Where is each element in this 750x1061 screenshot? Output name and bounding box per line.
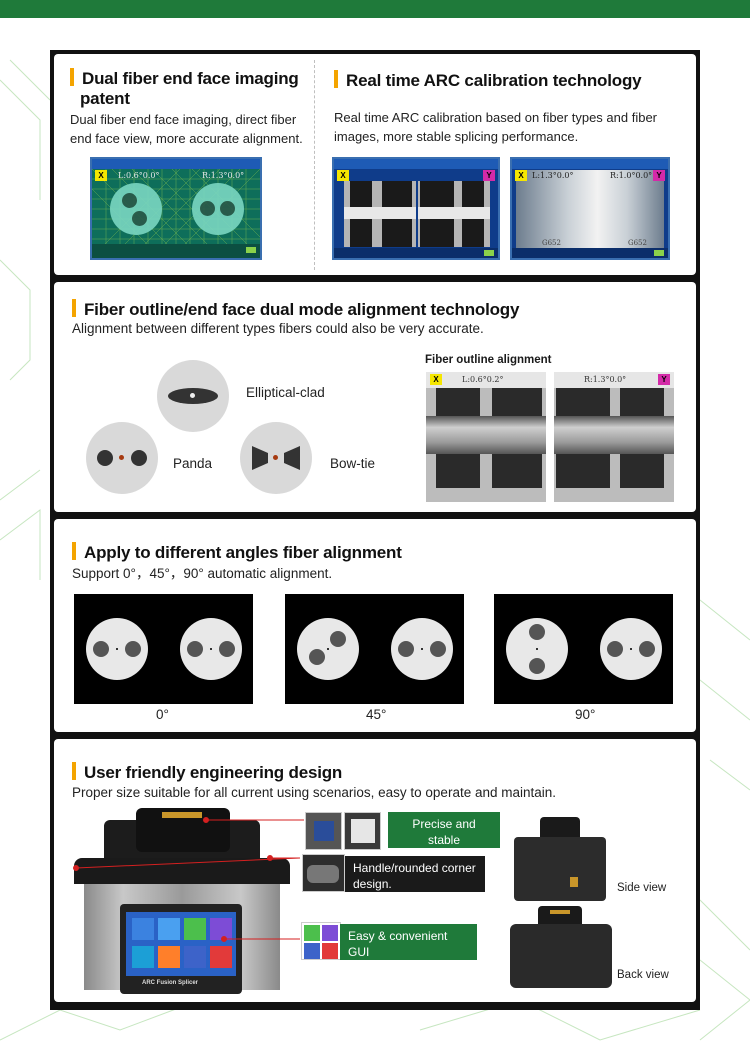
- device-side-view: [514, 817, 606, 901]
- outline-alignment-title: Fiber outline alignment: [425, 354, 552, 366]
- bow-tie-fiber: [240, 422, 312, 494]
- dual-imaging-desc: Dual fiber end face imaging, direct fibe…: [70, 112, 303, 146]
- detail-gui: [301, 922, 341, 960]
- accent-bar: [334, 70, 338, 88]
- screen-status-bar: [334, 248, 498, 258]
- arc-discharge-view: [516, 170, 664, 248]
- badge-structure: Precise and stablestructure design.: [388, 812, 500, 863]
- left-readout: L:0.6°0.2°: [462, 375, 504, 384]
- fusion-splicer-device: ARC Fusion Splicer: [74, 808, 290, 996]
- panda-label: Panda: [173, 456, 213, 471]
- accent-bar: [72, 299, 76, 317]
- engineering-title: User friendly engineering design: [72, 762, 342, 783]
- panda-fiber: [86, 422, 158, 494]
- detail-structure-1: [305, 812, 342, 850]
- engineering-desc: Proper size suitable for all current usi…: [72, 785, 557, 800]
- dual-imaging-title: Dual fiber end face imaging patent: [70, 68, 299, 109]
- angles-title: Apply to different angles fiber alignmen…: [72, 542, 402, 563]
- elliptical-clad-label: Elliptical-clad: [246, 385, 325, 400]
- right-readout: R:1.3°0.0°: [584, 375, 627, 384]
- accent-bar: [72, 542, 76, 560]
- left-readout: L:1.3°0.0°: [532, 171, 574, 180]
- y-tag: Y: [653, 170, 665, 181]
- arc-calibration-desc: Real time ARC calibration based on fiber…: [334, 110, 658, 144]
- angle-0-view: [74, 594, 253, 704]
- screen-title-bar: [512, 159, 668, 169]
- accent-bar: [72, 762, 76, 780]
- side-view-label: Side view: [617, 882, 667, 894]
- bow-tie-label: Bow-tie: [330, 456, 376, 471]
- angle-45-label: 45°: [366, 707, 387, 722]
- device-brand-label: ARC Fusion Splicer: [142, 980, 199, 986]
- left-readout: L:0.6°0.0°: [118, 171, 160, 180]
- elliptical-clad-fiber: [157, 360, 229, 432]
- angles-desc: Support 0°，45°，90° automatic alignment.: [72, 566, 333, 581]
- x-tag: X: [515, 170, 527, 181]
- x-tag: X: [430, 374, 442, 385]
- angle-90-view: [494, 594, 673, 704]
- detail-handle: [302, 854, 345, 892]
- angle-0-label: 0°: [156, 707, 169, 722]
- screen-status-bar: [92, 244, 260, 258]
- right-readout: R:1.0°0.0°: [610, 171, 653, 180]
- left-fiber-type: G652: [542, 239, 561, 247]
- y-tag: Y: [658, 374, 670, 385]
- end-face-left: [110, 183, 162, 235]
- right-readout: R:1.3°0.0°: [202, 171, 245, 180]
- arc-calibration-title: Real time ARC calibration technology: [334, 70, 642, 91]
- panel1-divider: [314, 60, 315, 270]
- arc-screen-1: X Y: [332, 157, 500, 260]
- angle-90-label: 90°: [575, 707, 596, 722]
- screen-status-bar: [512, 248, 668, 258]
- detail-structure-2: [344, 812, 381, 850]
- x-tag: X: [337, 170, 349, 181]
- fiber-view-right: [418, 181, 490, 247]
- screen-title-bar: [92, 159, 260, 169]
- back-view-label: Back view: [617, 969, 669, 981]
- x-tag: X: [95, 170, 107, 181]
- right-fiber-type: G652: [628, 239, 647, 247]
- outline-view-right: R:1.3°0.0° Y: [554, 372, 674, 502]
- dual-mode-title: Fiber outline/end face dual mode alignme…: [72, 299, 519, 320]
- fiber-view-left: [344, 181, 416, 247]
- angle-45-view: [285, 594, 464, 704]
- end-face-right: [192, 183, 244, 235]
- arc-screen-2: X Y L:1.3°0.0° R:1.0°0.0° G652 G652: [510, 157, 670, 260]
- outline-view-left: X L:0.6°0.2°: [426, 372, 546, 502]
- end-face-screen: X L:0.6°0.0° R:1.3°0.0°: [90, 157, 262, 260]
- screen-title-bar: [334, 159, 498, 169]
- dual-mode-desc: Alignment between different types fibers…: [72, 321, 484, 336]
- accent-bar: [70, 68, 74, 86]
- y-tag: Y: [483, 170, 495, 181]
- top-green-bar: [0, 0, 750, 18]
- device-back-view: [510, 906, 612, 988]
